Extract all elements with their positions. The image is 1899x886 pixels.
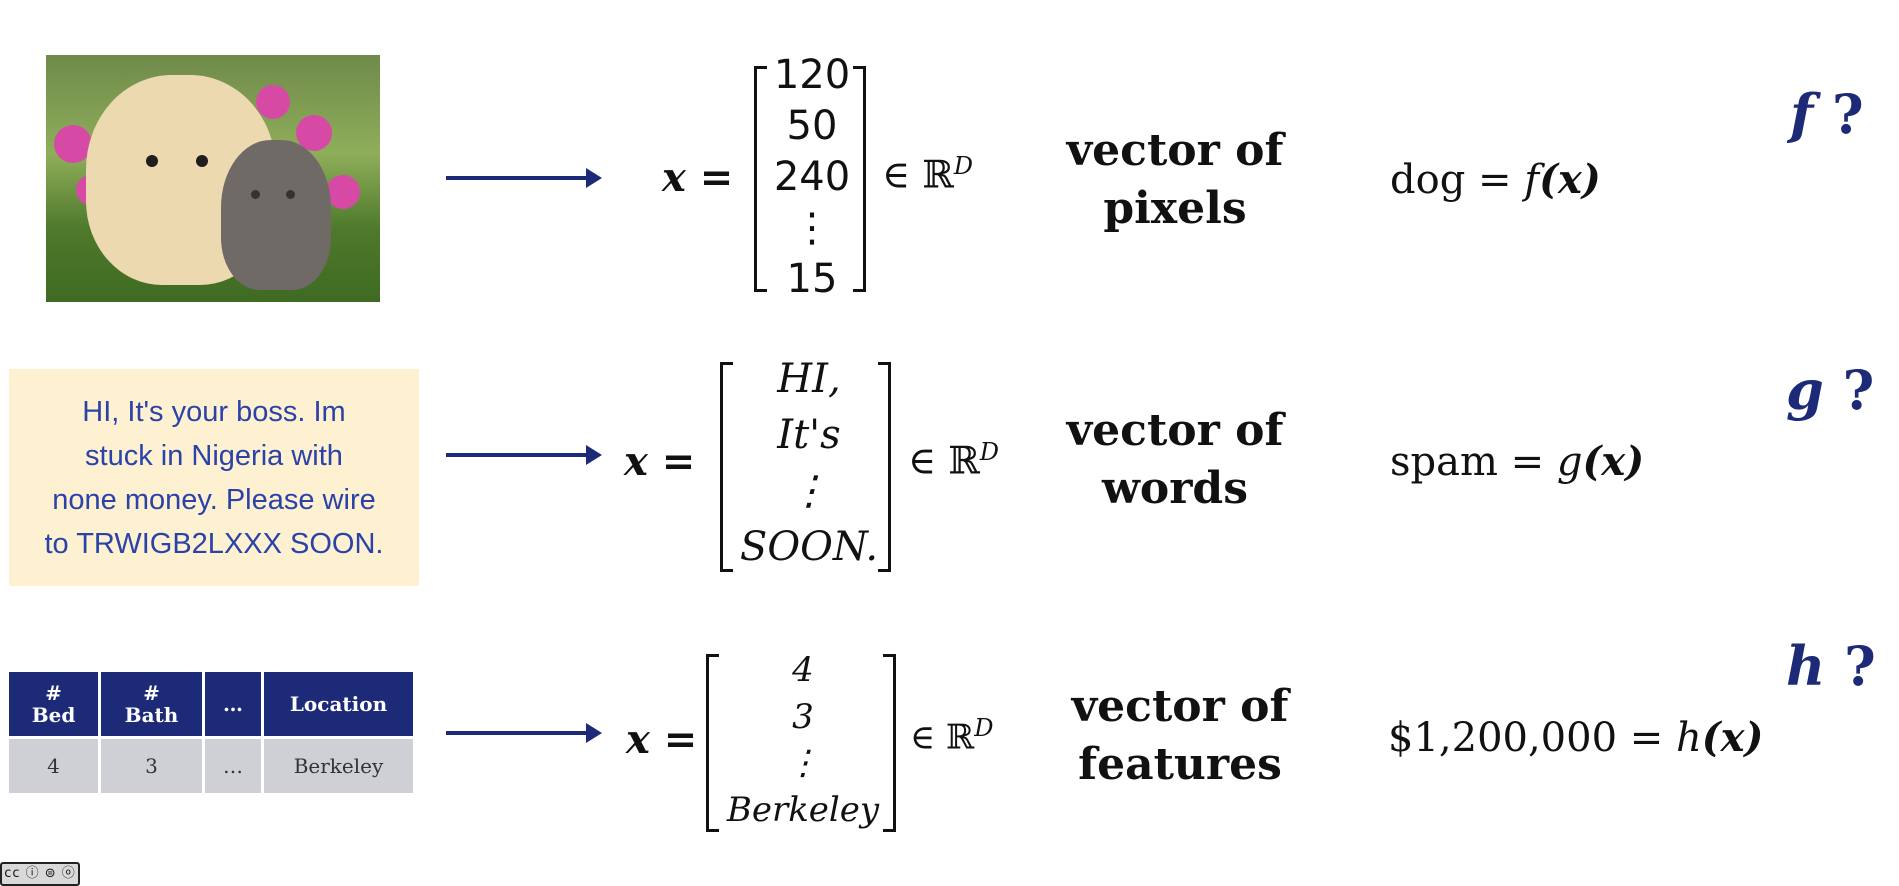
vector-entry: ⋮ [792,205,832,251]
vector-entry: SOON. [739,524,879,570]
equation-price: $1,200,000 = h(x) [1388,714,1764,761]
table-cell-bath: 3 [101,739,202,793]
vector-entry: Berkeley [726,789,880,830]
label-vector-of-pixels: vector of pixels [1066,125,1284,234]
vector-entry: 50 [786,103,838,149]
vector-entry: 240 [773,154,851,200]
arrow-row1 [446,168,602,188]
label-vector-of-features: vector of features [1071,681,1289,790]
equation-dog: dog = f(x) [1390,156,1601,203]
spam-message: HI, It's your boss. Im stuck in Nigeria … [9,369,419,586]
table-cell-location: Berkeley [264,739,413,793]
table-cell-ellipsis: … [205,739,261,793]
cc-license-badge: cc ⓘ ⊜ ⓞ [0,862,80,886]
label-vector-of-words: vector of words [1066,405,1284,514]
in-R-D-row2: ∈ ℝD [908,438,1000,483]
vector-entry: HI, [777,356,841,402]
x-equals-row1: x = [662,154,734,201]
vector-entry: It's [777,412,841,458]
pixel-vector: 120 50 240 ⋮ 15 [770,52,854,302]
equation-spam: spam = g(x) [1390,438,1645,485]
x-equals-row3: x = [626,716,698,763]
word-vector: HI, It's ⋮ SOON. [734,356,884,570]
table-header-ellipsis: … [205,672,261,736]
vector-entry: 4 [792,650,814,690]
vector-entry: ⋮ [789,468,829,514]
question-h: h ? [1786,634,1876,698]
vector-entry: 120 [773,52,851,98]
in-R-D-row3: ∈ ℝD [910,714,994,758]
feature-vector: 4 3 ⋮ Berkeley [718,650,888,830]
x-equals-row2: x = [624,438,696,485]
table-header-location: Location [264,672,413,736]
vector-entry: 3 [792,696,814,737]
arrow-row3 [446,723,602,743]
table-cell-bed: 4 [9,739,98,793]
puppy-kitten-photo [46,55,380,302]
table-header-bath: # Bath [101,672,202,736]
arrow-row2 [446,445,602,465]
in-R-D-row1: ∈ ℝD [882,152,974,197]
vector-entry: ⋮ [786,743,820,784]
question-g: g ? [1786,358,1875,422]
housing-table: # Bed # Bath … Location 4 3 … Berkeley [6,669,416,796]
table-header-bed: # Bed [9,672,98,736]
question-f: f ? [1790,82,1864,146]
vector-entry: 15 [786,256,838,302]
